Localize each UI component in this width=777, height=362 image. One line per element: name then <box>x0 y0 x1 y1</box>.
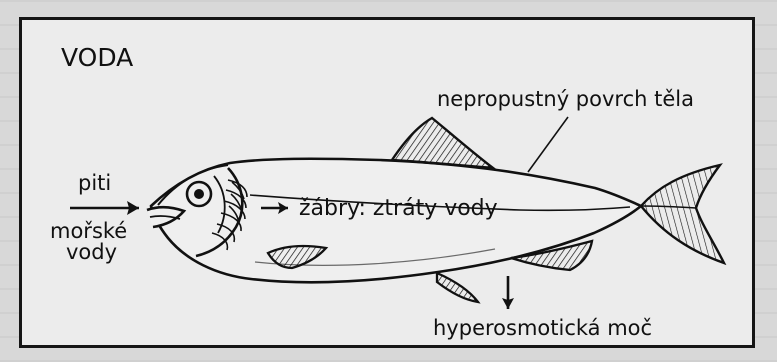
fish-eye-pupil <box>194 189 204 199</box>
diagram-title: VODA <box>61 45 133 70</box>
fish-pelvic-fin <box>437 273 478 302</box>
drinking-label-line-2: mořské <box>50 221 127 242</box>
drinking-label-line-1: piti <box>78 173 111 194</box>
fish-dorsal-fin <box>392 118 493 168</box>
fish-tail-fin <box>641 165 724 263</box>
gills-label: žábry: ztráty vody <box>299 198 498 220</box>
drinking-label-line-3: vody <box>66 242 117 263</box>
body-surface-label: nepropustný povrch těla <box>437 89 694 110</box>
urine-label: hyperosmotická moč <box>433 318 652 339</box>
surface-leader-line <box>528 117 568 172</box>
